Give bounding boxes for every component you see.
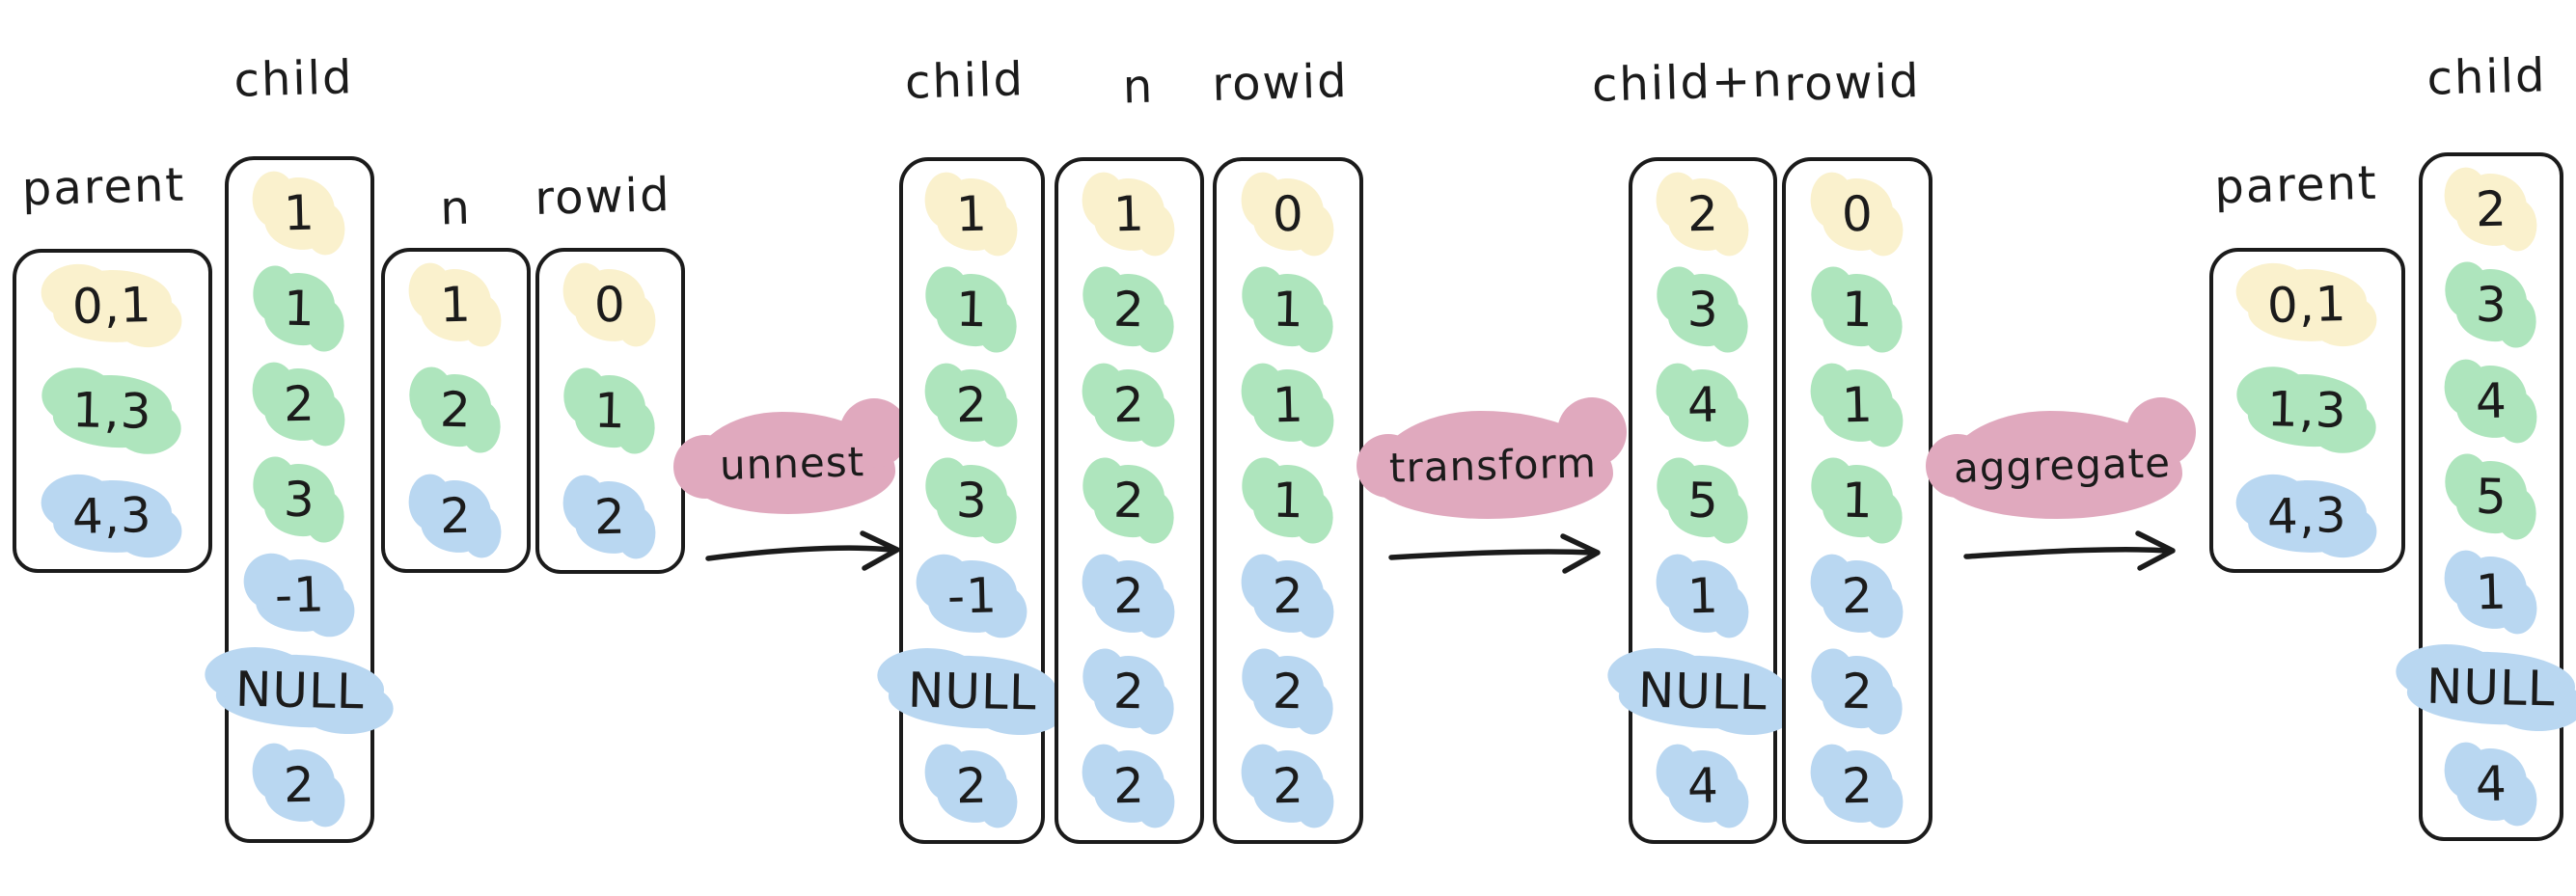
column-label-child: child <box>233 50 355 108</box>
arrow-transform-icon <box>1388 533 1601 574</box>
cell: 4,3 <box>2247 478 2368 554</box>
cell: 0 <box>1821 177 1894 252</box>
cell: 1 <box>1821 367 1894 443</box>
cell: 0 <box>574 268 646 342</box>
cell: 2 <box>420 373 492 448</box>
cell: 4 <box>2454 364 2528 438</box>
cell: -1 <box>254 557 345 633</box>
arrow-unnest-icon <box>705 530 900 571</box>
column-label-child: child <box>904 52 1026 110</box>
operation-label: transform <box>1387 438 1598 492</box>
operation-cloud-aggregate: aggregate <box>1926 397 2196 519</box>
cell: 0,1 <box>2247 267 2368 342</box>
column-label-child: child <box>2425 48 2548 106</box>
cell: 1 <box>1251 367 1325 443</box>
cell: 2 <box>263 367 336 442</box>
cell: 0,1 <box>52 268 173 343</box>
cell: 2 <box>420 478 492 553</box>
cell: 2 <box>1251 654 1325 728</box>
cell: 1 <box>1251 273 1325 347</box>
cell: NULL <box>214 652 385 728</box>
cell: 2 <box>1821 558 1894 634</box>
column-box-rowid: 0 1 2 <box>535 248 685 574</box>
column-box-child: 1 1 2 3 -1 NULL 2 <box>214 156 385 843</box>
column-label-rowid: rowid <box>1783 54 1922 112</box>
column-box-rowid: 0 1 1 1 2 2 2 <box>1213 157 1363 844</box>
column-box-parent: 0,1 1,3 4,3 <box>13 249 212 573</box>
cell: 1 <box>936 177 1008 252</box>
column-box-child-plus-n: 2 3 4 5 1 NULL 4 <box>1618 157 1788 844</box>
cell: 2 <box>1093 367 1165 443</box>
operation-cloud-transform: transform <box>1357 397 1627 519</box>
cell: NULL <box>1618 653 1788 729</box>
column-label-rowid: rowid <box>1211 54 1350 112</box>
cell: 2 <box>263 748 336 823</box>
cell: 1 <box>1666 558 1740 634</box>
cell: 1 <box>1251 463 1325 537</box>
column-box-n: 1 2 2 <box>381 248 531 573</box>
cell: 5 <box>2454 459 2528 534</box>
column-box-rowid: 0 1 1 1 2 2 2 <box>1782 157 1932 844</box>
column-label-parent: parent <box>2213 155 2379 215</box>
cell: 1,3 <box>2247 372 2368 448</box>
operation-cloud-unnest: unnest <box>673 398 909 514</box>
column-box-parent: 0,1 1,3 4,3 <box>2209 248 2405 573</box>
arrow-aggregate-icon <box>1963 530 2176 571</box>
column-label-n: n <box>1121 59 1155 115</box>
cell: 2 <box>1093 749 1165 824</box>
cell: 3 <box>1666 273 1740 347</box>
cell: 1 <box>420 268 492 342</box>
cell: 5 <box>1666 463 1740 537</box>
cell: 4 <box>1666 367 1740 443</box>
cell: 3 <box>263 462 336 536</box>
column-label-child-plus-n: child+n <box>1591 53 1785 113</box>
cell: 1 <box>263 176 336 251</box>
cell: 4 <box>1666 749 1740 824</box>
cell: 2 <box>574 479 646 554</box>
cell: 2 <box>1093 273 1165 347</box>
column-label-parent: parent <box>21 157 186 217</box>
cell: -1 <box>926 558 1018 634</box>
cell: 2 <box>1093 654 1165 728</box>
column-label-n: n <box>439 180 473 236</box>
operation-label: aggregate <box>1952 438 2172 492</box>
cell: 2 <box>1821 654 1894 728</box>
cell: 0 <box>1251 177 1325 252</box>
cell: 1 <box>936 273 1008 347</box>
cell: 2 <box>936 367 1008 443</box>
cell: 1 <box>1821 463 1894 537</box>
cell: NULL <box>2406 650 2576 726</box>
cell: 1 <box>574 373 646 448</box>
cell: 2 <box>1666 177 1740 252</box>
cell: 2 <box>1821 749 1894 824</box>
column-box-n: 1 2 2 2 2 2 2 <box>1055 157 1204 844</box>
cell: 3 <box>936 463 1008 537</box>
cell: NULL <box>887 653 1057 729</box>
cell: 3 <box>2454 268 2528 342</box>
column-box-child: 1 1 2 3 -1 NULL 2 <box>887 157 1057 844</box>
cell: 4 <box>2454 747 2528 821</box>
cell: 1 <box>1821 273 1894 347</box>
cell: 1 <box>2454 556 2528 630</box>
cell: 2 <box>2454 173 2528 247</box>
cell: 4,3 <box>52 478 173 554</box>
cell: 1 <box>263 272 336 346</box>
cell: 2 <box>1251 558 1325 634</box>
operation-label: unnest <box>719 437 865 489</box>
cell: 1,3 <box>52 373 173 448</box>
cell: 2 <box>1251 749 1325 824</box>
cell: 1 <box>1093 177 1165 252</box>
column-box-child: 2 3 4 5 1 NULL 4 <box>2406 152 2576 841</box>
cell: 2 <box>936 749 1008 824</box>
column-label-rowid: rowid <box>534 168 672 226</box>
cell: 2 <box>1093 558 1165 634</box>
cell: 2 <box>1093 463 1165 537</box>
